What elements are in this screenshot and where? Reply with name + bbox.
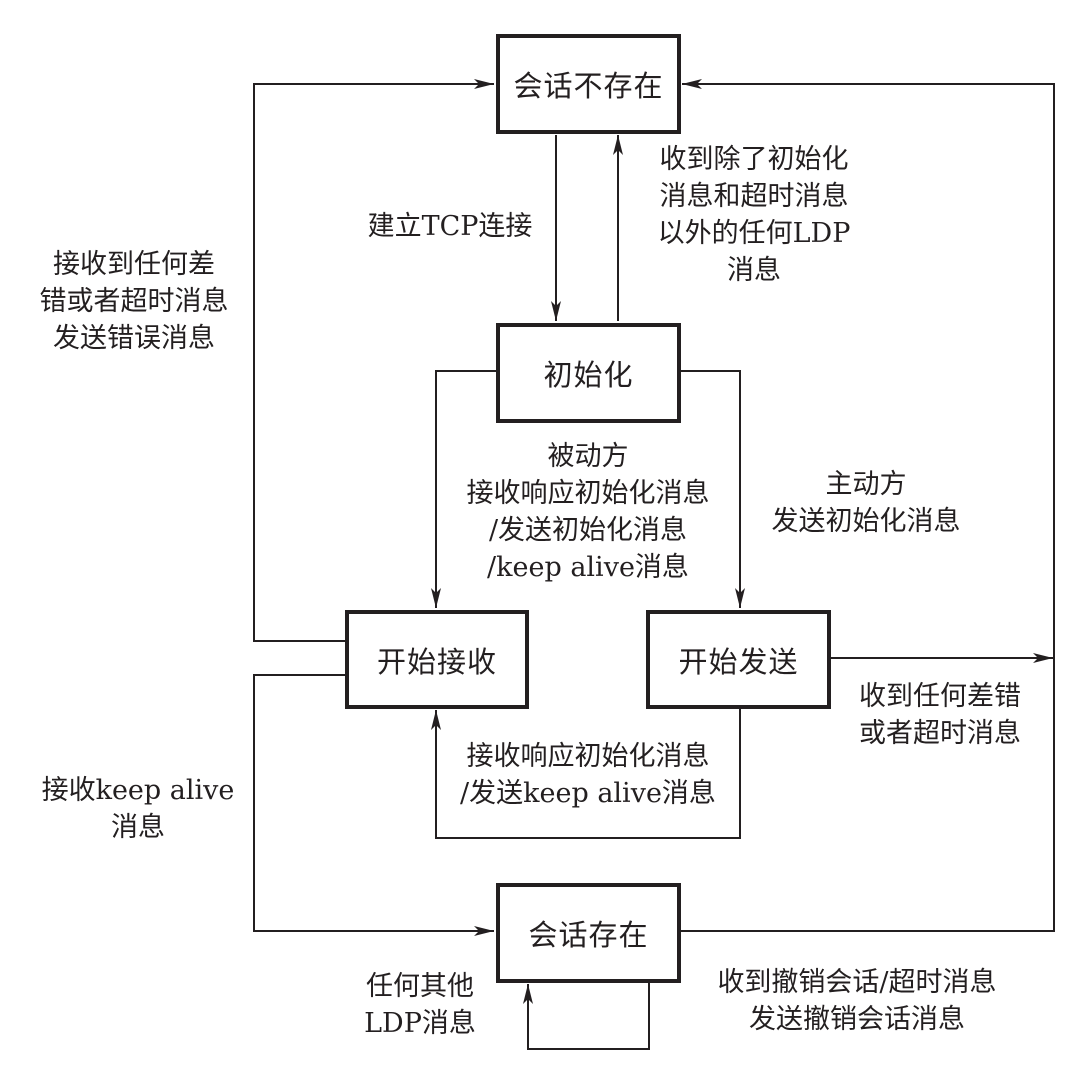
label-receive-error: 接收到任何差 错或者超时消息 发送错误消息 bbox=[39, 249, 229, 354]
edge-session-teardown-to-no-session bbox=[680, 79, 1055, 932]
edge-passive-init-to-receive bbox=[431, 370, 496, 608]
state-no-session: 会话不存在 bbox=[496, 34, 681, 134]
state-open-receive: 开始接收 bbox=[345, 610, 529, 709]
label-send-to-receive: 接收响应初始化消息 /发送keep alive消息 bbox=[460, 741, 716, 809]
state-initialized: 初始化 bbox=[496, 323, 681, 423]
label-receive-keepalive: 接收keep alive 消息 bbox=[41, 775, 235, 843]
label-other-ldp-to-no-session: 收到除了初始化 消息和超时消息 以外的任何LDP 消息 bbox=[657, 144, 851, 286]
label-active-side: 主动方 发送初始化消息 bbox=[771, 469, 961, 537]
state-session-exists: 会话存在 bbox=[496, 883, 681, 983]
label-passive-side: 被动方 接收响应初始化消息 /发送初始化消息 /keep alive消息 bbox=[466, 441, 710, 583]
edge-active-init-to-send bbox=[680, 370, 745, 608]
label-session-other-ldp: 任何其他 LDP消息 bbox=[364, 971, 476, 1039]
edge-keepalive-to-session bbox=[253, 674, 494, 936]
label-send-error: 收到任何差错 或者超时消息 bbox=[859, 681, 1021, 749]
edge-send-to-receive bbox=[431, 708, 741, 839]
edge-session-self-loop bbox=[523, 982, 650, 1050]
edge-receive-error-to-no-session bbox=[253, 79, 494, 642]
label-session-teardown: 收到撤销会话/超时消息 发送撤销会话消息 bbox=[717, 967, 997, 1035]
label-tcp-connect: 建立TCP连接 bbox=[367, 211, 533, 242]
state-open-send: 开始发送 bbox=[646, 610, 831, 709]
